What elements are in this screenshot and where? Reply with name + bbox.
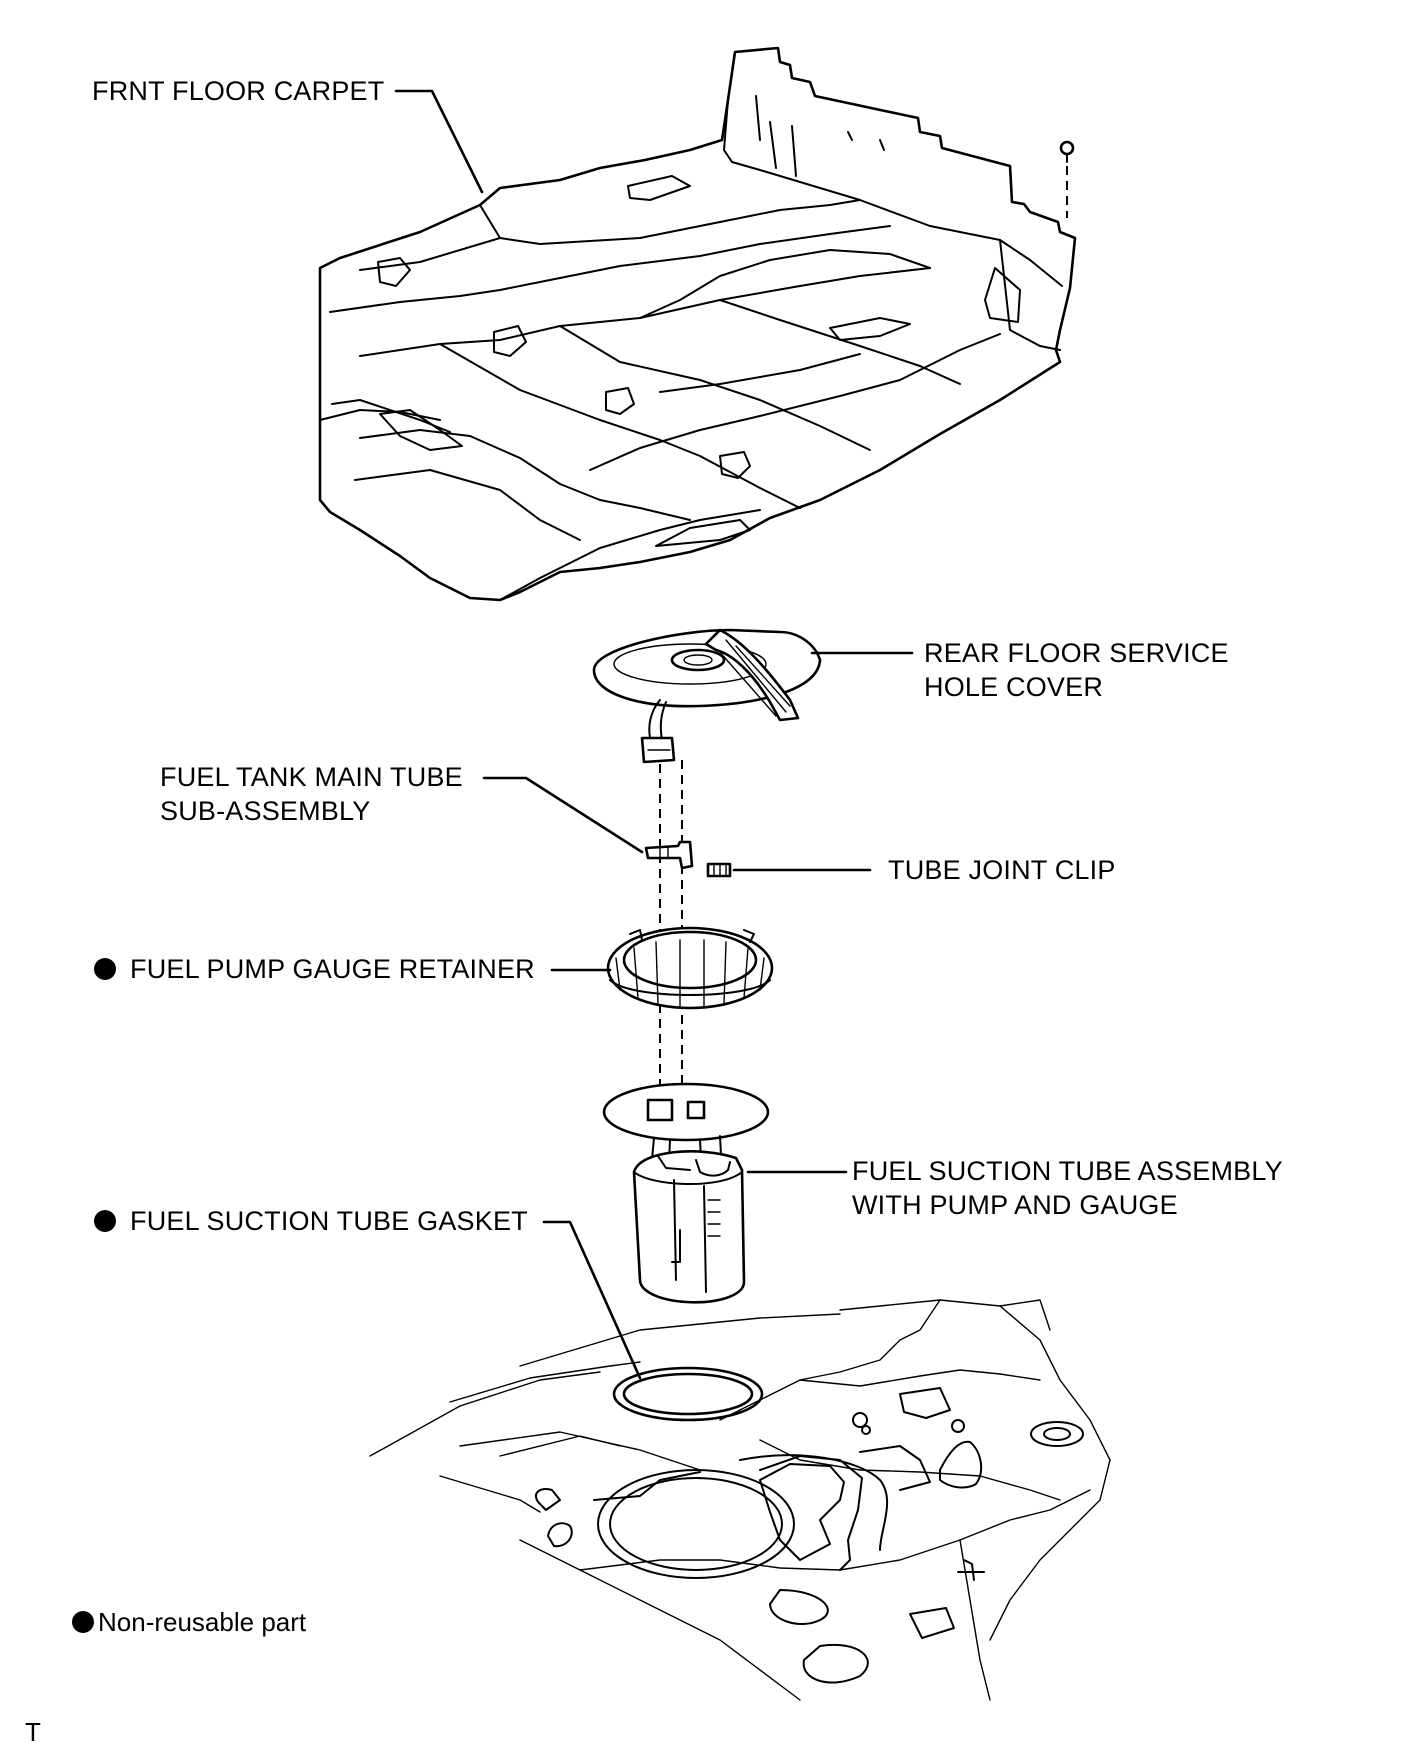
leader-fuel-suction-tube-gasket xyxy=(542,1220,642,1380)
rear-floor-panel-drawing xyxy=(369,1299,1111,1701)
non-reusable-marker-icon xyxy=(72,1611,94,1633)
legend-non-reusable: Non-reusable part xyxy=(72,1606,306,1638)
label-fuel-suction-tube-assembly-2: WITH PUMP AND GAUGE xyxy=(852,1190,1178,1220)
non-reusable-marker-icon xyxy=(94,1210,116,1232)
leader-fuel-tank-main-tube xyxy=(482,776,644,854)
tube-joint-clip-drawing xyxy=(706,862,732,878)
label-fuel-suction-tube-gasket: FUEL SUCTION TUBE GASKET xyxy=(94,1205,528,1238)
label-rear-floor-service-hole-cover-1: REAR FLOOR SERVICE xyxy=(924,638,1229,668)
corner-mark: T xyxy=(25,1717,41,1747)
label-rear-floor-service-hole-cover-2: HOLE COVER xyxy=(924,672,1104,702)
label-fuel-pump-gauge-retainer-text: FUEL PUMP GAUGE RETAINER xyxy=(130,954,535,984)
leader-front-floor-carpet xyxy=(394,89,484,194)
label-fuel-tank-main-tube-1: FUEL TANK MAIN TUBE xyxy=(160,762,463,792)
fuel-suction-tube-gasket-drawing xyxy=(612,1366,764,1422)
legend-non-reusable-text: Non-reusable part xyxy=(98,1607,307,1637)
non-reusable-marker-icon xyxy=(94,958,116,980)
fuel-tank-main-tube-drawing xyxy=(644,840,694,870)
label-fuel-tank-main-tube-2: SUB-ASSEMBLY xyxy=(160,796,371,826)
label-fuel-pump-gauge-retainer: FUEL PUMP GAUGE RETAINER xyxy=(94,953,535,986)
label-tube-joint-clip: TUBE JOINT CLIP xyxy=(888,855,1116,885)
fuel-pump-gauge-retainer-drawing xyxy=(606,926,774,1010)
label-fuel-suction-tube-gasket-text: FUEL SUCTION TUBE GASKET xyxy=(130,1206,528,1236)
label-front-floor-carpet: FRNT FLOOR CARPET xyxy=(92,76,385,106)
fuel-suction-tube-assembly-drawing xyxy=(602,1082,770,1304)
rear-floor-service-hole-cover-drawing xyxy=(592,628,822,764)
label-fuel-suction-tube-assembly-1: FUEL SUCTION TUBE ASSEMBLY xyxy=(852,1156,1283,1186)
front-floor-carpet-drawing xyxy=(318,46,1077,602)
